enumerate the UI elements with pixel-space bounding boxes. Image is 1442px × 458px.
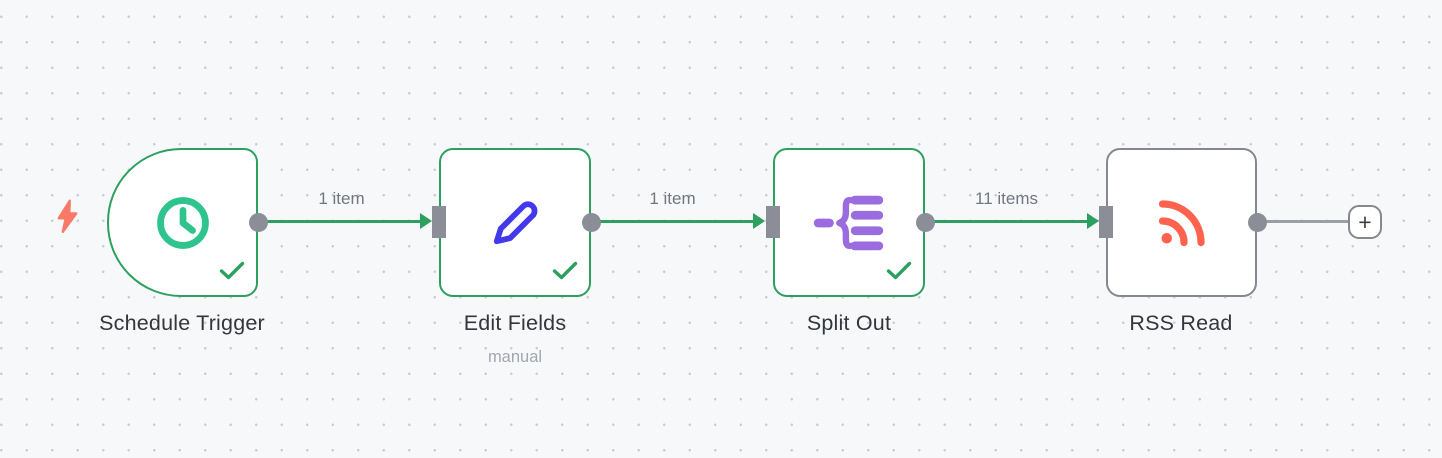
split-out-icon — [813, 192, 885, 254]
connection-rssread-to-add — [1257, 220, 1348, 223]
success-check-icon — [219, 261, 245, 280]
node-title-schedule-trigger: Schedule Trigger — [99, 311, 265, 335]
lightning-bolt-icon — [54, 198, 81, 235]
connection-items-label: 1 item — [318, 189, 365, 208]
input-port-split-out[interactable] — [766, 206, 780, 238]
connection-arrow-icon — [420, 213, 432, 229]
node-rss-read[interactable] — [1106, 148, 1257, 297]
connection-arrow-icon — [1087, 213, 1099, 229]
input-port-rss-read[interactable] — [1099, 206, 1113, 238]
connection-splitout-to-rssread[interactable]: 11 items — [925, 189, 1099, 229]
output-port-split-out[interactable] — [915, 213, 935, 232]
node-schedule-trigger[interactable] — [107, 148, 258, 297]
clock-icon — [152, 192, 214, 254]
node-title-rss-read: RSS Read — [1129, 311, 1233, 335]
input-port-edit-fields[interactable] — [432, 206, 446, 238]
success-check-icon — [552, 261, 578, 280]
connection-items-label: 11 items — [975, 189, 1038, 208]
connection-schedule-to-editfields[interactable]: 1 item — [262, 189, 432, 229]
rss-icon — [1152, 193, 1212, 253]
pencil-icon — [485, 193, 545, 253]
success-check-icon — [886, 261, 912, 280]
node-split-out[interactable] — [773, 148, 925, 297]
output-port-edit-fields[interactable] — [581, 213, 601, 232]
connection-arrow-icon — [753, 213, 765, 229]
node-subtitle-edit-fields: manual — [487, 348, 543, 366]
output-port-rss-read[interactable] — [1247, 213, 1267, 232]
connection-items-label: 1 item — [649, 189, 696, 208]
node-edit-fields[interactable] — [439, 148, 591, 297]
connection-editfields-to-splitout[interactable]: 1 item — [591, 189, 765, 229]
add-node-button[interactable]: + — [1348, 205, 1382, 239]
node-title-edit-fields: Edit Fields — [463, 311, 567, 335]
node-title-split-out: Split Out — [806, 311, 892, 335]
output-port-schedule-trigger[interactable] — [248, 213, 268, 232]
